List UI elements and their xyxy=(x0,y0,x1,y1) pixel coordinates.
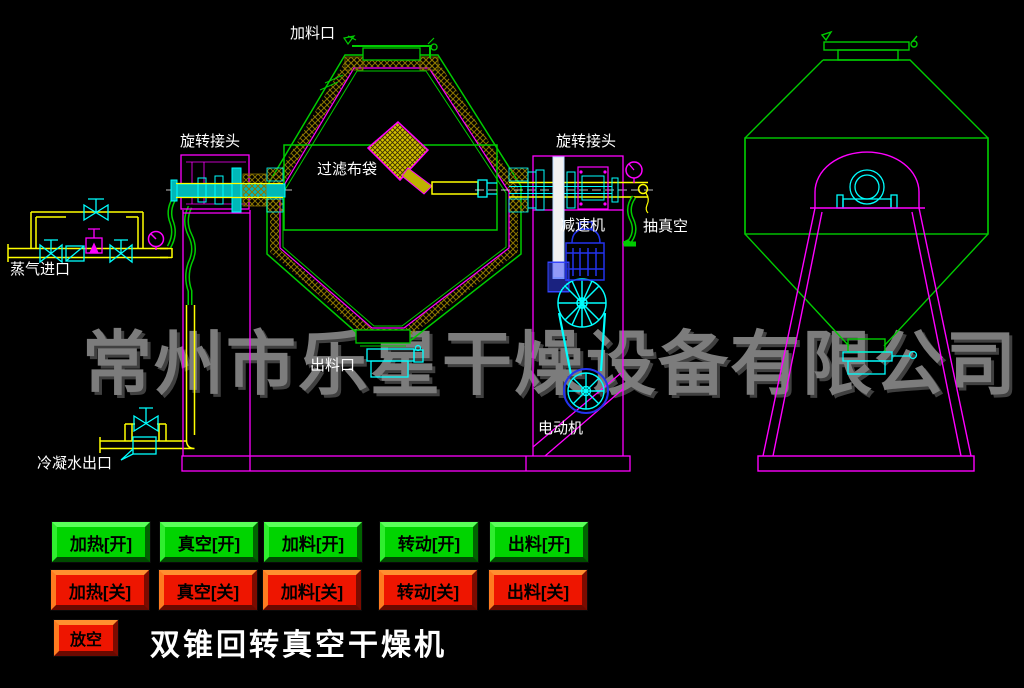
discharge-valve-left xyxy=(355,329,424,378)
feed-port-label: 加料口 xyxy=(290,25,336,42)
feed-on-button[interactable]: 加料[开] xyxy=(264,522,362,562)
machine-base xyxy=(181,210,631,472)
company-watermark: 常州市乐星干燥设备有限公司 xyxy=(82,325,1018,403)
reducer-motor xyxy=(565,221,605,281)
feed-port xyxy=(343,35,439,71)
steam-valves xyxy=(39,198,133,264)
reducer-label: 减速机 xyxy=(560,217,606,234)
page-title: 双锥回转真空干燥机 xyxy=(150,629,447,662)
condensate-valve xyxy=(120,407,159,461)
rotary-joint-left-label: 旋转接头 xyxy=(180,133,241,150)
rotate-on-button[interactable]: 转动[开] xyxy=(380,522,478,562)
heat-on-button[interactable]: 加热[开] xyxy=(52,522,150,562)
vent-button[interactable]: 放空 xyxy=(54,620,118,656)
belt-drive xyxy=(547,156,609,414)
heat-off-button[interactable]: 加热[关] xyxy=(51,570,149,610)
steam-hoses xyxy=(166,197,196,305)
discharge-port-label: 出料口 xyxy=(310,357,356,374)
vessel-shell xyxy=(266,54,522,342)
filter-bag-label: 过滤布袋 xyxy=(317,161,378,178)
motor-label: 电动机 xyxy=(538,420,584,437)
steam-pressure-gauge xyxy=(147,230,165,250)
condensate-outlet-label: 冷凝水出口 xyxy=(37,455,113,472)
feed-off-button[interactable]: 加料[关] xyxy=(263,570,361,610)
filter-bag xyxy=(366,120,497,198)
motor-pulley xyxy=(563,368,609,414)
vacuum-label: 抽真空 xyxy=(643,218,689,235)
vacuum-line xyxy=(622,161,649,247)
steam-inlet-piping xyxy=(7,211,173,262)
condensate-piping xyxy=(99,305,196,453)
vacuum-off-button[interactable]: 真空[关] xyxy=(159,570,257,610)
pressure-regulator xyxy=(85,228,103,254)
rotary-joint-right-assembly xyxy=(508,155,648,213)
front-view xyxy=(744,30,989,472)
discharge-off-button[interactable]: 出料[关] xyxy=(489,570,587,610)
rotary-joint-right-label: 旋转接头 xyxy=(556,133,617,150)
discharge-on-button[interactable]: 出料[开] xyxy=(490,522,588,562)
steam-inlet-label: 蒸气进口 xyxy=(10,261,71,278)
vacuum-on-button[interactable]: 真空[开] xyxy=(160,522,258,562)
rotary-joint-left-assembly xyxy=(170,154,286,213)
rotate-off-button[interactable]: 转动[关] xyxy=(379,570,477,610)
